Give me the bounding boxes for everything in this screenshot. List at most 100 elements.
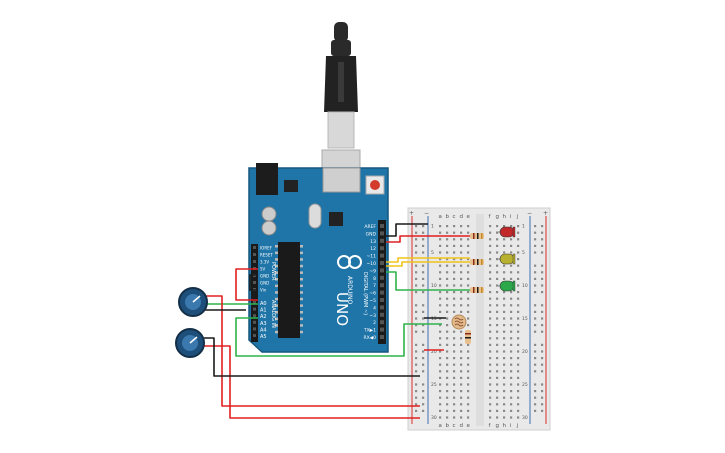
breadboard-hole[interactable] [446, 363, 449, 366]
breadboard-hole[interactable] [489, 277, 492, 280]
breadboard-hole[interactable] [510, 343, 513, 346]
breadboard-hole[interactable] [510, 277, 513, 280]
breadboard-hole[interactable] [446, 297, 449, 300]
rail-hole[interactable] [541, 291, 544, 294]
breadboard-hole[interactable] [453, 343, 456, 346]
breadboard-hole[interactable] [460, 297, 463, 300]
breadboard-hole[interactable] [517, 324, 520, 327]
rail-hole[interactable] [534, 330, 537, 333]
breadboard-hole[interactable] [496, 277, 499, 280]
breadboard-hole[interactable] [510, 390, 513, 393]
breadboard-hole[interactable] [453, 271, 456, 274]
breadboard-hole[interactable] [467, 291, 470, 294]
rail-hole[interactable] [534, 277, 537, 280]
breadboard-hole[interactable] [439, 304, 442, 307]
breadboard-hole[interactable] [496, 376, 499, 379]
breadboard-hole[interactable] [496, 251, 499, 254]
rail-hole[interactable] [541, 310, 544, 313]
breadboard-hole[interactable] [467, 238, 470, 241]
breadboard-hole[interactable] [503, 317, 506, 320]
breadboard-hole[interactable] [446, 277, 449, 280]
breadboard-hole[interactable] [467, 416, 470, 419]
breadboard-hole[interactable] [510, 409, 513, 412]
breadboard-hole[interactable] [517, 238, 520, 241]
breadboard-hole[interactable] [453, 310, 456, 313]
breadboard-hole[interactable] [453, 350, 456, 353]
breadboard-hole[interactable] [503, 264, 506, 267]
breadboard-hole[interactable] [460, 231, 463, 234]
breadboard-hole[interactable] [510, 330, 513, 333]
breadboard-hole[interactable] [489, 291, 492, 294]
breadboard-hole[interactable] [453, 277, 456, 280]
rail-hole[interactable] [422, 409, 425, 412]
analog-pin-hole[interactable] [253, 320, 256, 324]
breadboard-hole[interactable] [460, 383, 463, 386]
breadboard-hole[interactable] [460, 343, 463, 346]
rail-hole[interactable] [415, 284, 418, 287]
breadboard-hole[interactable] [510, 297, 513, 300]
breadboard-hole[interactable] [446, 403, 449, 406]
analog-pin-hole[interactable] [253, 301, 256, 304]
breadboard-hole[interactable] [496, 416, 499, 419]
rail-hole[interactable] [541, 363, 544, 366]
breadboard-hole[interactable] [517, 251, 520, 254]
digital-pin-hole[interactable] [380, 290, 384, 295]
breadboard-hole[interactable] [510, 251, 513, 254]
breadboard-hole[interactable] [467, 271, 470, 274]
breadboard-hole[interactable] [517, 291, 520, 294]
breadboard-hole[interactable] [446, 251, 449, 254]
breadboard-hole[interactable] [446, 271, 449, 274]
rail-hole[interactable] [422, 284, 425, 287]
breadboard-hole[interactable] [446, 324, 449, 327]
breadboard-hole[interactable] [517, 390, 520, 393]
breadboard-hole[interactable] [496, 231, 499, 234]
rail-hole[interactable] [415, 251, 418, 254]
breadboard-hole[interactable] [489, 330, 492, 333]
breadboard-hole[interactable] [446, 231, 449, 234]
rail-hole[interactable] [415, 304, 418, 307]
rail-hole[interactable] [541, 396, 544, 399]
breadboard-hole[interactable] [467, 284, 470, 287]
analog-pin-hole[interactable] [253, 334, 256, 337]
rail-hole[interactable] [541, 403, 544, 406]
breadboard-hole[interactable] [503, 238, 506, 241]
breadboard-hole[interactable] [489, 350, 492, 353]
breadboard-hole[interactable] [489, 324, 492, 327]
breadboard-hole[interactable] [467, 343, 470, 346]
rail-hole[interactable] [415, 324, 418, 327]
rail-hole[interactable] [541, 383, 544, 386]
breadboard-hole[interactable] [517, 271, 520, 274]
breadboard-hole[interactable] [453, 238, 456, 241]
breadboard-hole[interactable] [453, 390, 456, 393]
breadboard-hole[interactable] [496, 337, 499, 340]
breadboard-hole[interactable] [489, 317, 492, 320]
breadboard-hole[interactable] [489, 416, 492, 419]
breadboard-hole[interactable] [517, 231, 520, 234]
breadboard-hole[interactable] [503, 409, 506, 412]
rail-hole[interactable] [534, 251, 537, 254]
breadboard-hole[interactable] [489, 343, 492, 346]
breadboard-hole[interactable] [467, 383, 470, 386]
breadboard-hole[interactable] [446, 376, 449, 379]
breadboard-hole[interactable] [510, 357, 513, 360]
breadboard-hole[interactable] [439, 370, 442, 373]
breadboard-hole[interactable] [446, 396, 449, 399]
breadboard-hole[interactable] [496, 264, 499, 267]
breadboard-hole[interactable] [439, 376, 442, 379]
breadboard-hole[interactable] [496, 363, 499, 366]
breadboard-hole[interactable] [453, 297, 456, 300]
analog-pin-hole[interactable] [253, 327, 256, 331]
rail-hole[interactable] [534, 264, 537, 267]
breadboard-hole[interactable] [446, 225, 449, 228]
rail-hole[interactable] [422, 244, 425, 247]
rail-hole[interactable] [415, 330, 418, 333]
breadboard-hole[interactable] [503, 370, 506, 373]
breadboard-hole[interactable] [503, 271, 506, 274]
rail-hole[interactable] [415, 343, 418, 346]
breadboard-hole[interactable] [489, 244, 492, 247]
rail-hole[interactable] [534, 370, 537, 373]
rail-hole[interactable] [534, 225, 537, 228]
breadboard-hole[interactable] [496, 317, 499, 320]
breadboard-hole[interactable] [496, 396, 499, 399]
digital-pin-hole[interactable] [380, 253, 384, 258]
